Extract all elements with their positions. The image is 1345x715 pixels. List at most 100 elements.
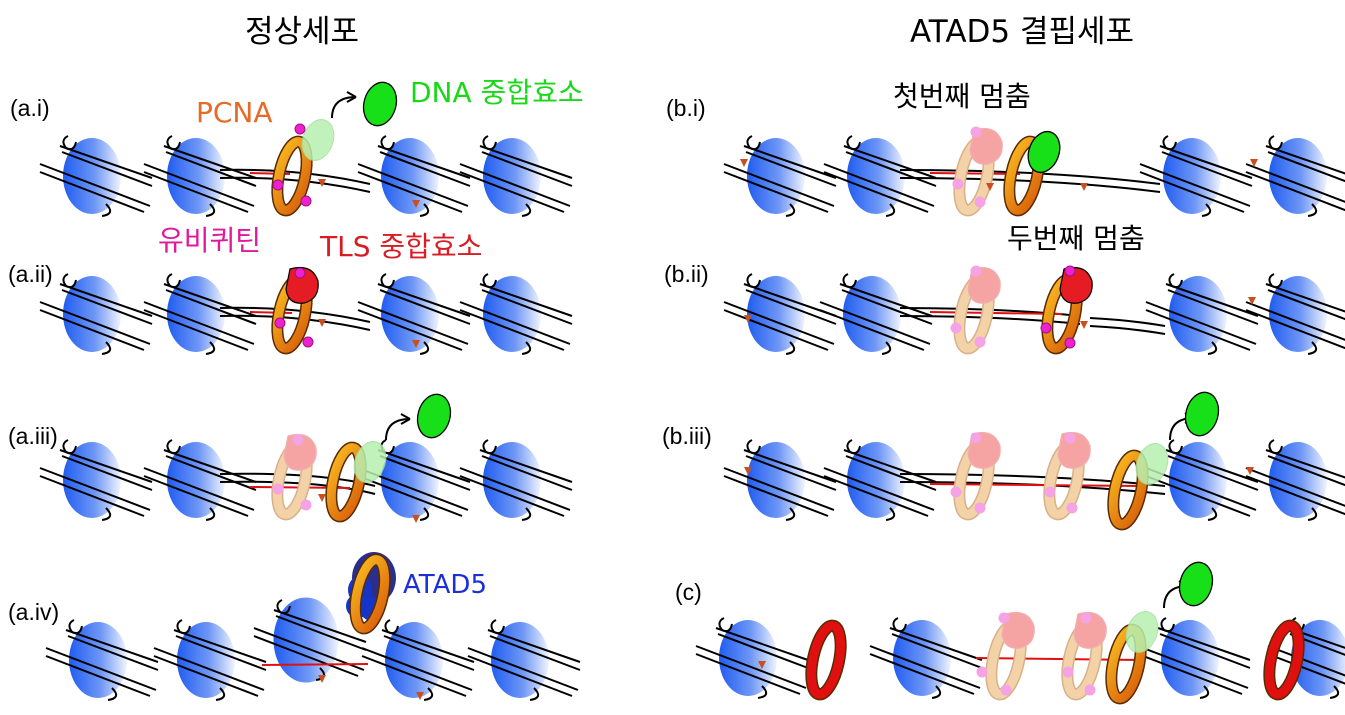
pcna-ring-icon bbox=[805, 619, 847, 701]
ubiquitin-icon bbox=[974, 336, 986, 348]
panel-label-b-ii: (b.ii) bbox=[664, 261, 709, 287]
dna-strand bbox=[1089, 317, 1166, 327]
ubiquitin-icon bbox=[970, 265, 982, 277]
lesion-icon bbox=[412, 515, 420, 523]
nascent-strand bbox=[249, 311, 293, 314]
pcna-ring-icon bbox=[349, 553, 391, 635]
lesion-icon bbox=[416, 692, 424, 700]
ubiquitin-icon bbox=[998, 612, 1010, 624]
ubiquitin-icon bbox=[292, 434, 304, 446]
pcna-ring-icon bbox=[1003, 135, 1045, 217]
nucleosome-icon bbox=[143, 439, 257, 521]
nucleosome-icon bbox=[1245, 273, 1345, 355]
lesion-icon bbox=[318, 494, 326, 502]
arrow-icon bbox=[331, 91, 357, 119]
pcna-ring-icon bbox=[325, 441, 367, 523]
ubiquitin-icon bbox=[1040, 322, 1052, 334]
pcna-label: PCNA bbox=[196, 96, 273, 129]
lesion-icon bbox=[1248, 297, 1256, 305]
tls-polymerase-faded-icon bbox=[969, 127, 1003, 165]
nucleosome-icon bbox=[357, 135, 471, 217]
nucleosome-icon bbox=[869, 617, 983, 699]
ubiquitin-icon bbox=[1000, 684, 1012, 696]
ubiquitin-icon bbox=[970, 126, 982, 138]
lesion-icon bbox=[740, 159, 748, 167]
dna-polymerase-icon bbox=[1027, 130, 1061, 174]
dna-polymerase-label: DNA 중합효소 bbox=[410, 76, 584, 109]
right-title: ATAD5 결핍세포 bbox=[910, 14, 1134, 50]
nucleosome-icon bbox=[723, 439, 837, 521]
lesion-icon bbox=[1250, 159, 1258, 167]
arrow-icon bbox=[385, 413, 411, 441]
lesion-icon bbox=[1080, 321, 1088, 329]
dna-polymerase-icon bbox=[416, 393, 452, 439]
dna-strand bbox=[219, 176, 371, 193]
ubiquitin-icon bbox=[294, 123, 306, 135]
ubiquitin-icon bbox=[950, 322, 962, 334]
panel-label-a-i: (a.i) bbox=[10, 95, 50, 121]
dna-polymerase-icon bbox=[362, 81, 398, 127]
pcna-ring-icon bbox=[271, 135, 313, 217]
nucleosome-icon bbox=[39, 135, 153, 217]
ubiquitin-icon bbox=[300, 499, 312, 511]
dna-strand bbox=[219, 314, 371, 331]
lesion-icon bbox=[758, 661, 766, 669]
ubiquitin-icon bbox=[950, 486, 962, 498]
ubiquitin-icon bbox=[272, 483, 284, 495]
lesion-icon bbox=[986, 183, 994, 191]
drawing-layer bbox=[39, 81, 1345, 705]
ubiquitin-icon bbox=[302, 336, 314, 348]
nucleosome-icon bbox=[459, 439, 573, 521]
nucleosome-icon bbox=[459, 273, 573, 355]
nucleosome-icon bbox=[467, 619, 581, 701]
nucleosome-icon bbox=[819, 273, 933, 355]
tls-polymerase-faded-icon bbox=[1001, 611, 1035, 649]
nucleosome-icon bbox=[361, 619, 475, 701]
nucleosome-icon bbox=[143, 273, 257, 355]
tls-polymerase-icon bbox=[285, 266, 319, 304]
dna-strand bbox=[899, 473, 1166, 487]
nucleosome-icon bbox=[1245, 135, 1345, 217]
nucleosome-icon bbox=[253, 597, 367, 683]
ubiquitin-icon bbox=[1064, 337, 1076, 349]
ubiquitin-icon bbox=[974, 196, 986, 208]
nascent-strand bbox=[929, 172, 1021, 175]
nucleosome-icon bbox=[357, 273, 471, 355]
tls-polymerase-icon bbox=[1059, 266, 1093, 304]
nucleosome-icon bbox=[1145, 273, 1259, 355]
nascent-strand bbox=[261, 663, 369, 666]
nucleosome-icon bbox=[459, 135, 573, 217]
left-title: 정상세포 bbox=[245, 14, 359, 50]
pcna-ring-icon bbox=[1263, 619, 1305, 701]
ubiquitin-icon bbox=[1062, 666, 1074, 678]
ubiquitin-icon bbox=[1066, 502, 1078, 514]
dna-strand bbox=[219, 168, 371, 185]
panel-label-c: (c) bbox=[675, 579, 702, 605]
nucleosome-icon bbox=[153, 619, 267, 701]
lesion-icon bbox=[318, 179, 326, 187]
ubiquitin-icon bbox=[300, 195, 312, 207]
second-stall-label: 두번째 멈춤 bbox=[1007, 222, 1145, 255]
dna-strand bbox=[219, 306, 371, 323]
ubiquitin-icon bbox=[272, 179, 284, 191]
dna-polymerase-icon bbox=[1178, 561, 1214, 607]
nucleosome-icon bbox=[695, 617, 809, 699]
lesion-icon bbox=[1080, 183, 1088, 191]
lesion-icon bbox=[744, 315, 752, 323]
panel-label-a-ii: (a.ii) bbox=[8, 261, 53, 287]
nucleosome-icon bbox=[1139, 135, 1253, 217]
ubiquitin-icon bbox=[274, 317, 286, 329]
lesion-icon bbox=[1246, 467, 1254, 475]
ubiquitin-icon bbox=[976, 666, 988, 678]
panel-label-a-iv: (a.iv) bbox=[8, 599, 59, 625]
panel-label-a-iii: (a.iii) bbox=[8, 423, 58, 449]
nascent-strand bbox=[929, 311, 1063, 315]
tls-polymerase-faded-icon bbox=[283, 433, 317, 471]
ubiquitin-icon bbox=[1044, 486, 1056, 498]
ubiquitin-icon bbox=[1064, 265, 1076, 277]
dna-polymerase-faded-icon bbox=[353, 441, 387, 483]
lesion-icon bbox=[318, 675, 326, 683]
panel-label-b-i: (b.i) bbox=[666, 95, 706, 121]
dna-polymerase-faded-icon bbox=[301, 119, 335, 161]
